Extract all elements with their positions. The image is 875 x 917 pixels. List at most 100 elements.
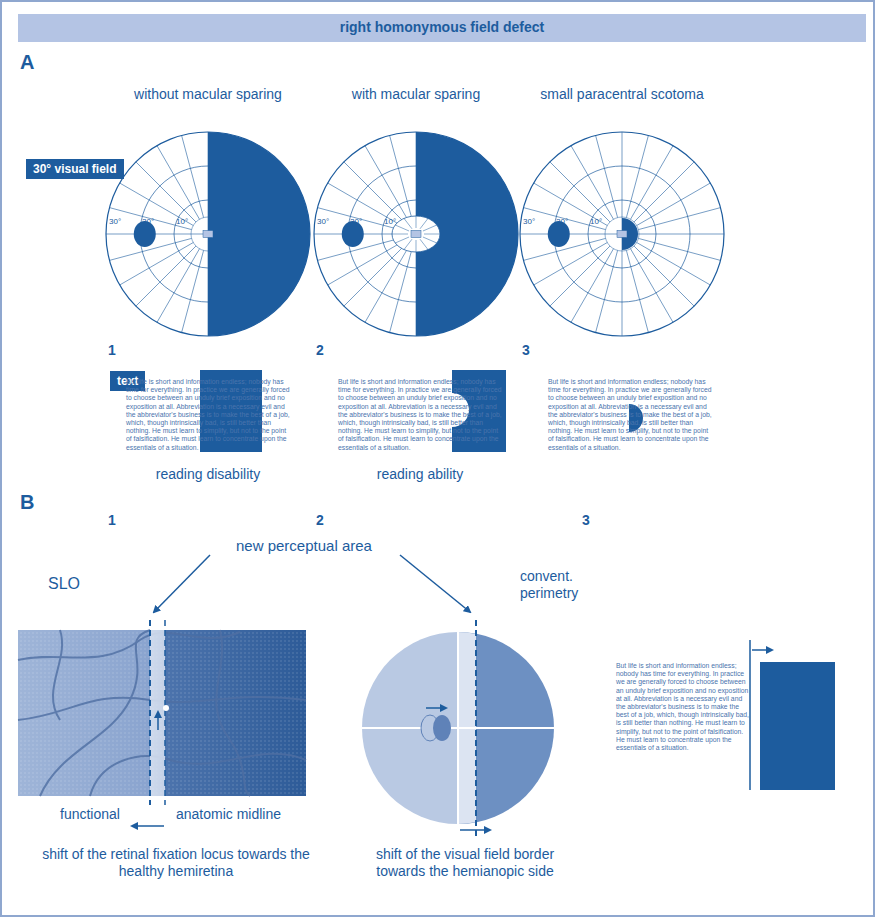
annotation: reading ability: [340, 466, 500, 483]
fixation-point: [163, 705, 169, 711]
meridian: [136, 246, 196, 306]
meridian: [395, 237, 409, 243]
new-perceptual-band: [150, 630, 165, 796]
column-heading: with macular sparing: [316, 86, 516, 103]
column-heading: without macular sparing: [108, 86, 308, 103]
shift-arrow: [460, 829, 490, 831]
meridian: [344, 246, 404, 306]
meridian: [392, 234, 408, 235]
meridian: [420, 218, 428, 228]
annotation: anatomic midline: [176, 806, 281, 823]
leader-arrow: [400, 555, 470, 612]
meridian: [390, 250, 412, 332]
label-box: 30° visual field: [26, 159, 124, 179]
sample-text: But life is short and information endles…: [126, 378, 292, 452]
annotation: new perceptual area: [236, 537, 372, 555]
meridian: [395, 225, 409, 231]
meridian: [626, 135, 648, 217]
shift-arrow: [132, 825, 164, 827]
meridian: [182, 250, 204, 332]
eccentricity-label: 30°: [109, 217, 121, 227]
callout-number: 2: [316, 512, 324, 529]
meridian: [157, 146, 200, 220]
annotation: shift of the retinal fixation locus towa…: [36, 846, 316, 880]
meridian: [182, 135, 204, 217]
section-letter: B: [20, 490, 34, 514]
callout-number: 1: [108, 512, 116, 529]
annotation: SLO: [48, 574, 80, 593]
eccentricity-label: 30°: [523, 217, 535, 227]
eccentricity-label: 20°: [556, 217, 568, 227]
hemianopic-field: [208, 132, 310, 336]
field-outline: [314, 132, 518, 336]
functional-midline: [149, 620, 151, 805]
annotation: functional: [60, 806, 120, 823]
annotation: convent. perimetry: [520, 568, 610, 602]
meridian: [390, 135, 412, 217]
meridian: [596, 135, 618, 217]
hemianopic-field: [416, 132, 518, 336]
meridian: [344, 162, 404, 222]
meridian: [136, 162, 196, 222]
blind-spot-new: [433, 715, 451, 741]
sample-text: But life is short and information endles…: [548, 378, 714, 452]
callout-number: 1: [108, 342, 116, 359]
leader-arrow: [154, 555, 210, 612]
meridian: [416, 240, 417, 252]
meridian: [328, 243, 402, 286]
sample-text: But life is short and information endles…: [616, 662, 750, 752]
shifted-border: [475, 620, 477, 836]
meridian: [626, 250, 648, 332]
annotation: reading disability: [128, 466, 288, 483]
text-scotoma: [760, 662, 835, 790]
callout-number: 3: [522, 342, 530, 359]
border-line: [749, 640, 751, 790]
meridian: [106, 234, 208, 235]
box-label: 30° visual field: [33, 162, 117, 176]
annotation: shift of the visual field border towards…: [350, 846, 580, 880]
macular-sparing: [392, 216, 440, 252]
anatomic-midline: [164, 620, 166, 805]
meridian: [638, 238, 720, 260]
title-band: [18, 14, 866, 42]
meridian: [534, 243, 608, 286]
meridian: [420, 239, 428, 249]
meridian: [423, 237, 437, 243]
meridian: [596, 250, 618, 332]
fixation-mark: [617, 231, 627, 238]
meridian: [550, 162, 610, 222]
meridian: [404, 239, 412, 249]
meridian: [634, 246, 694, 306]
slo-image: [18, 630, 306, 796]
eccentricity-label: 10°: [176, 217, 188, 227]
eccentricity-label: 20°: [350, 217, 362, 227]
meridian: [520, 234, 622, 235]
meridian: [416, 216, 417, 228]
meridian: [638, 208, 720, 230]
title: right homonymous field defect: [18, 19, 866, 36]
meridian: [571, 146, 614, 220]
shift-arrow: [157, 712, 159, 730]
field-outline: [520, 132, 724, 336]
fixation-mark: [411, 231, 421, 238]
eccentricity-label: 10°: [384, 217, 396, 227]
shift-arrow: [752, 649, 772, 651]
eccentricity-label: 30°: [317, 217, 329, 227]
meridian: [550, 246, 610, 306]
column-heading: small paracentral scotoma: [522, 86, 722, 103]
shift-arrow: [426, 707, 446, 709]
meridian: [637, 183, 711, 226]
meridian: [631, 249, 674, 323]
callout-number: 3: [582, 512, 590, 529]
eccentricity-label: 10°: [590, 217, 602, 227]
callout-number: 2: [316, 342, 324, 359]
meridian: [404, 218, 412, 228]
meridian: [424, 234, 440, 235]
slo-texture: [18, 630, 306, 796]
retinal-vessels: [18, 630, 306, 796]
meridian: [634, 162, 694, 222]
section-letter: A: [20, 50, 34, 74]
field-outline: [106, 132, 310, 336]
